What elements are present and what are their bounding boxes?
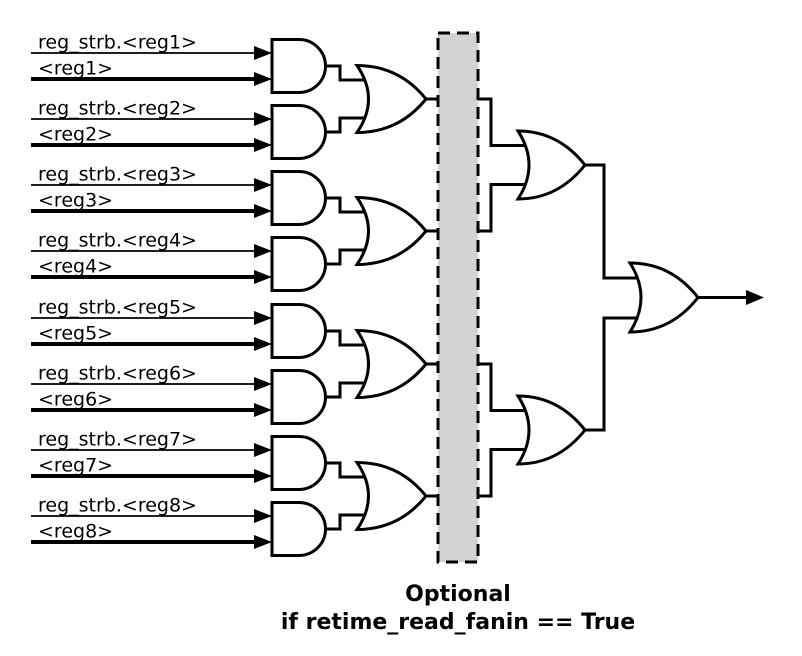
strobe-label: reg_strb.<reg3> [38, 164, 197, 186]
and-gate-reg2 [270, 104, 327, 160]
level1-or-gates [354, 63, 428, 532]
level2-to-final-wires [585, 163, 646, 432]
strobe-label: reg_strb.<reg1> [38, 32, 197, 54]
strobe-label: reg_strb.<reg2> [38, 98, 197, 120]
wire-and4-or2 [327, 248, 371, 266]
strobe-label: reg_strb.<reg5> [38, 297, 197, 319]
or-gate-pair56 [354, 328, 428, 400]
strobe-label: reg_strb.<reg6> [38, 363, 197, 385]
wire-and1-or1 [327, 64, 371, 82]
wire-and3-or2 [327, 196, 371, 214]
value-label: <reg3> [38, 190, 113, 212]
and-gate-reg8 [270, 501, 327, 557]
wire-and6-or3 [327, 381, 371, 399]
strobe-arrowhead-icon [254, 244, 272, 258]
value-arrowhead-icon [254, 337, 272, 351]
value-label: <reg5> [38, 323, 113, 345]
value-label: <reg1> [38, 58, 113, 80]
value-label: <reg4> [38, 256, 113, 278]
strobe-label: reg_strb.<reg4> [38, 230, 197, 252]
or-gate-lower-half [515, 394, 587, 466]
value-arrowhead-icon [254, 72, 272, 86]
or-gate-pair12 [354, 63, 428, 135]
and-gate-reg7 [270, 435, 327, 491]
strobe-arrowhead-icon [254, 311, 272, 325]
or-gate-pair34 [354, 195, 428, 267]
strobe-arrowhead-icon [254, 377, 272, 391]
wire-and7-or4 [327, 461, 371, 479]
strobe-arrowhead-icon [254, 509, 272, 523]
and-gate-reg6 [270, 369, 327, 425]
strobe-label: reg_strb.<reg8> [38, 495, 197, 517]
level2-or-gates [515, 129, 587, 466]
input-pair-reg4: reg_strb.<reg4> <reg4> [31, 230, 272, 284]
value-label: <reg6> [38, 389, 113, 411]
input-pair-reg5: reg_strb.<reg5> <reg5> [31, 297, 272, 351]
output-arrowhead-icon [746, 290, 764, 305]
input-pair-reg1: reg_strb.<reg1> <reg1> [31, 32, 272, 86]
strobe-arrowhead-icon [254, 112, 272, 126]
value-label: <reg2> [38, 124, 113, 146]
value-arrowhead-icon [254, 204, 272, 218]
or-gate-final [627, 261, 700, 334]
value-label: <reg7> [38, 455, 113, 477]
value-arrowhead-icon [254, 270, 272, 284]
value-arrowhead-icon [254, 469, 272, 483]
strobe-arrowhead-icon [254, 46, 272, 60]
and-to-or-wires [327, 64, 371, 531]
input-pair-reg6: reg_strb.<reg6> <reg6> [31, 363, 272, 417]
and-gate-reg1 [270, 38, 327, 94]
optional-retime-stage-box [436, 31, 480, 564]
and-gates [270, 38, 327, 557]
wire-and2-or1 [327, 116, 371, 134]
value-label: <reg8> [38, 521, 113, 543]
value-arrowhead-icon [254, 403, 272, 417]
wire-l2bot-final [585, 316, 646, 432]
caption-line2: if retime_read_fanin == True [281, 610, 635, 635]
wire-and5-or3 [327, 329, 371, 347]
strobe-label: reg_strb.<reg7> [38, 429, 197, 451]
strobe-arrowhead-icon [254, 443, 272, 457]
input-pair-reg7: reg_strb.<reg7> <reg7> [31, 429, 272, 483]
input-pair-reg8: reg_strb.<reg8> <reg8> [31, 495, 272, 549]
or-gate-upper-half [515, 129, 587, 201]
value-arrowhead-icon [254, 138, 272, 152]
value-arrowhead-icon [254, 535, 272, 549]
input-pair-reg2: reg_strb.<reg2> <reg2> [31, 98, 272, 152]
wire-and8-or4 [327, 513, 371, 531]
and-gate-reg5 [270, 303, 327, 359]
or-gate-pair78 [354, 460, 428, 532]
wire-l2top-final [585, 163, 646, 280]
caption-line1: Optional [405, 582, 511, 607]
inputs: reg_strb.<reg1> <reg1> reg_strb.<reg2> <… [31, 32, 272, 549]
input-pair-reg3: reg_strb.<reg3> <reg3> [31, 164, 272, 218]
and-gate-reg3 [270, 170, 327, 226]
and-gate-reg4 [270, 236, 327, 292]
strobe-arrowhead-icon [254, 178, 272, 192]
